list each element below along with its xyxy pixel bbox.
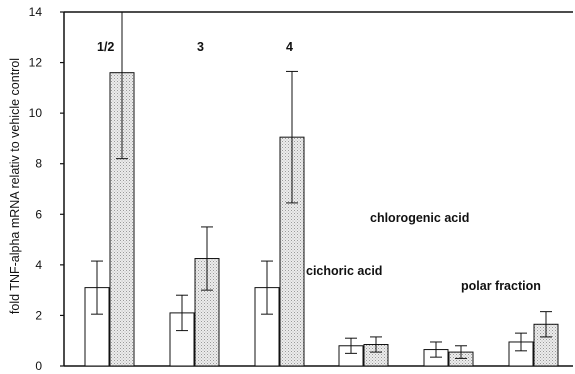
y-tick-label-14: 14 (29, 5, 43, 19)
y-tick-label-12: 12 (29, 56, 43, 70)
annotation-group-1-2: 1/2 (97, 40, 114, 54)
y-tick-label-6: 6 (35, 207, 42, 221)
annotation-group-3: 3 (197, 40, 204, 54)
y-axis-label: fold TNF-alpha mRNA relativ to vehicle c… (8, 58, 22, 314)
annotation-cichoric-acid: cichoric acid (306, 264, 382, 278)
y-tick-label-8: 8 (35, 157, 42, 171)
y-tick-label-10: 10 (29, 106, 43, 120)
y-tick-label-4: 4 (35, 258, 42, 272)
annotation-polar-fraction: polar fraction (461, 279, 541, 293)
annotation-group-4: 4 (286, 40, 293, 54)
bar-group-6-white (508, 341, 534, 367)
y-tick-label-2: 2 (35, 308, 42, 322)
y-tick-label-0: 0 (35, 359, 42, 373)
annotation-chlorogenic-acid: chlorogenic acid (370, 211, 469, 225)
